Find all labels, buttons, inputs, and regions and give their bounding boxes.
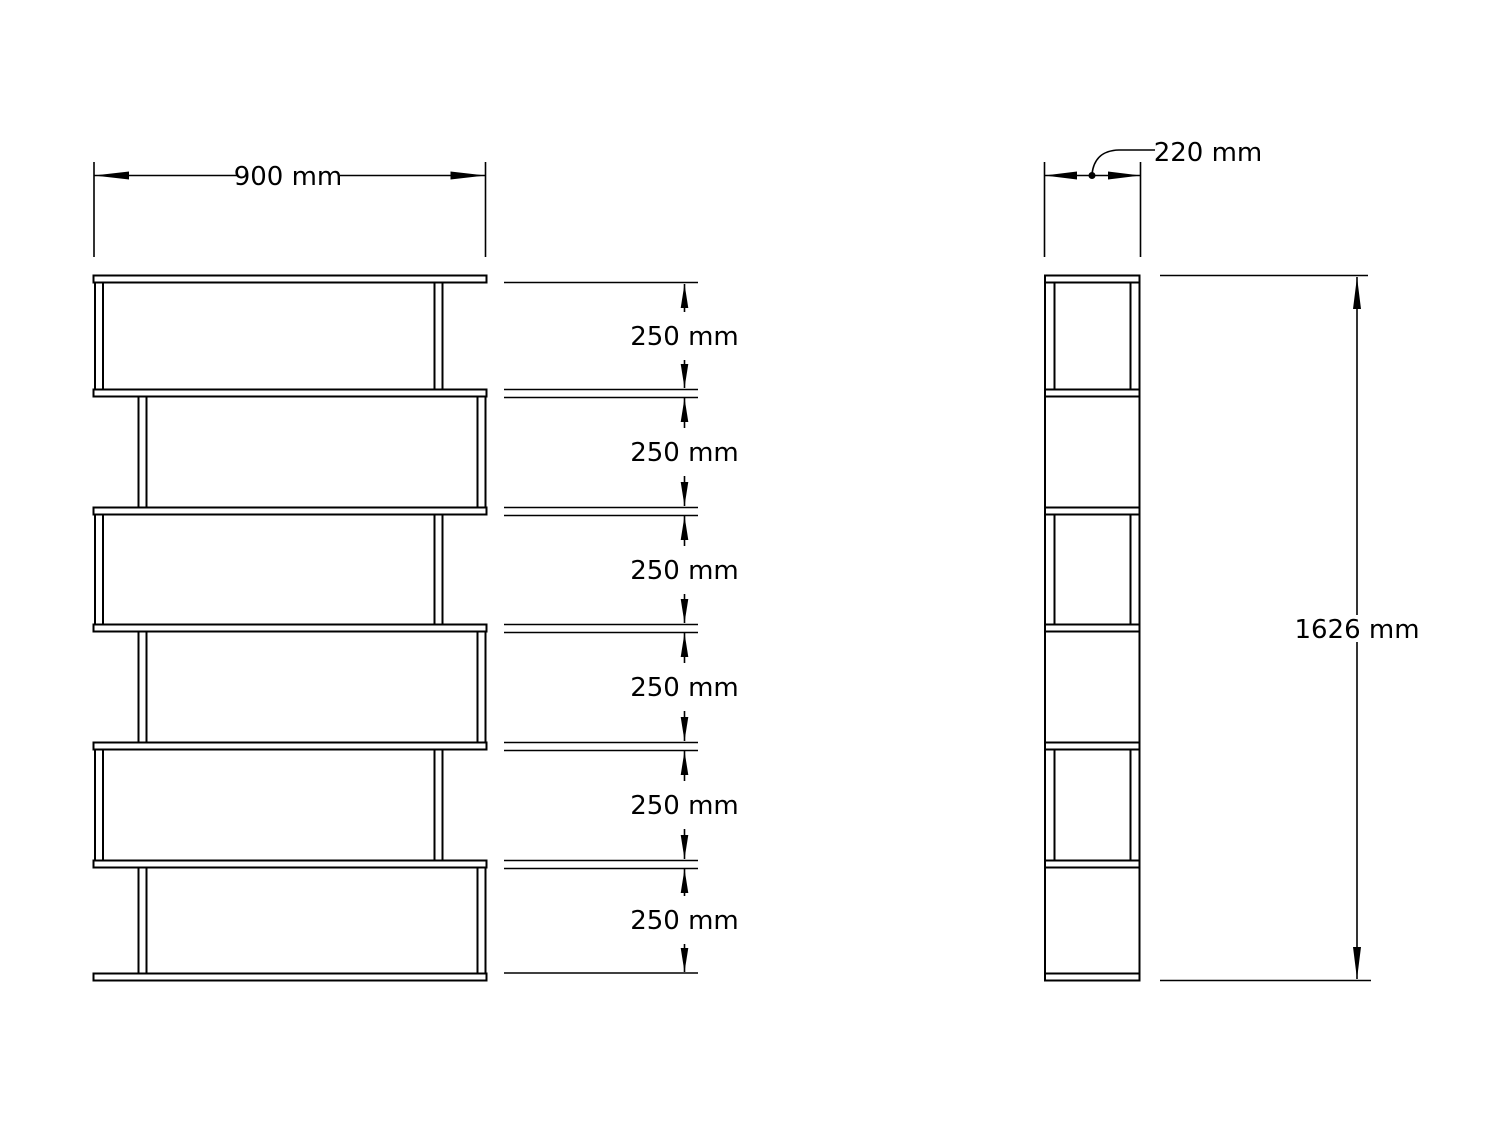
shelf-board-side <box>1044 274 1141 284</box>
arrowhead <box>680 599 689 623</box>
spacing-dimension-label: 250 mm <box>630 906 739 936</box>
spacing-dimension-5: 250 mm <box>630 751 739 859</box>
front-view <box>92 274 488 982</box>
arrowhead <box>680 516 689 540</box>
shelf-board <box>92 623 488 633</box>
arrowhead <box>1044 171 1077 180</box>
spacing-dimension-label: 250 mm <box>630 791 739 821</box>
width-dimension-label: 900 mm <box>234 162 343 192</box>
arrowhead <box>680 482 689 506</box>
arrowhead <box>680 835 689 859</box>
spacing-dimension-3: 250 mm <box>630 516 739 623</box>
vertical-support <box>476 866 487 975</box>
spacing-dimension-4: 250 mm <box>630 633 739 741</box>
arrowhead <box>680 869 689 893</box>
arrowhead <box>1353 947 1361 979</box>
spacing-dimension-label: 250 mm <box>630 556 739 586</box>
arrowhead <box>1353 277 1361 309</box>
vertical-support <box>433 281 444 391</box>
shelf-board-side <box>1044 623 1141 633</box>
spacing-dimension-2: 250 mm <box>630 398 739 506</box>
shelf-board <box>92 388 488 398</box>
shelf-board-side <box>1044 388 1141 398</box>
width-dimension: 900 mm <box>93 162 487 257</box>
spacing-dimension-label: 250 mm <box>630 438 739 468</box>
shelf-board <box>92 741 488 751</box>
vertical-support <box>94 513 104 626</box>
arrowhead <box>680 364 689 388</box>
shelf-board-side <box>1044 859 1141 869</box>
arrowhead <box>680 717 689 741</box>
spacing-dimension-1: 250 mm <box>630 284 739 388</box>
height-dimension: 1626 mm <box>1160 274 1420 982</box>
vertical-support <box>476 395 487 509</box>
spacing-dimension-label: 250 mm <box>630 322 739 352</box>
spacing-dimension-6: 250 mm <box>630 869 739 972</box>
arrowhead <box>680 751 689 775</box>
leader-line <box>1091 149 1155 175</box>
arrowhead <box>680 398 689 422</box>
depth-dimension-label: 220 mm <box>1154 138 1263 168</box>
vertical-support <box>476 630 487 744</box>
shelf-spacing-dimensions: 250 mm 250 mm 250 mm 250 mm <box>504 281 739 974</box>
arrowhead <box>680 633 689 657</box>
arrowhead <box>1108 171 1141 180</box>
vertical-support <box>94 281 104 391</box>
height-dimension-label: 1626 mm <box>1294 615 1419 645</box>
shelf-board-side <box>1044 741 1141 751</box>
arrowhead <box>450 171 486 180</box>
shelf-board <box>92 972 488 982</box>
vertical-support <box>433 748 444 862</box>
vertical-support <box>137 630 148 744</box>
shelf-board-side <box>1044 506 1141 516</box>
shelf-board <box>92 859 488 869</box>
arrowhead <box>94 171 129 180</box>
shelf-board-side <box>1044 972 1141 982</box>
arrowhead <box>680 284 689 308</box>
depth-dimension: 220 mm <box>1043 138 1263 257</box>
vertical-support <box>137 866 148 975</box>
spacing-dimension-label: 250 mm <box>630 673 739 703</box>
arrowhead <box>680 948 689 972</box>
shelf-board <box>92 506 488 516</box>
vertical-support <box>433 513 444 626</box>
leader-dot <box>1088 172 1096 179</box>
shelf-board <box>92 274 488 284</box>
vertical-support <box>137 395 148 509</box>
vertical-support <box>94 748 104 862</box>
side-view <box>1044 274 1141 982</box>
